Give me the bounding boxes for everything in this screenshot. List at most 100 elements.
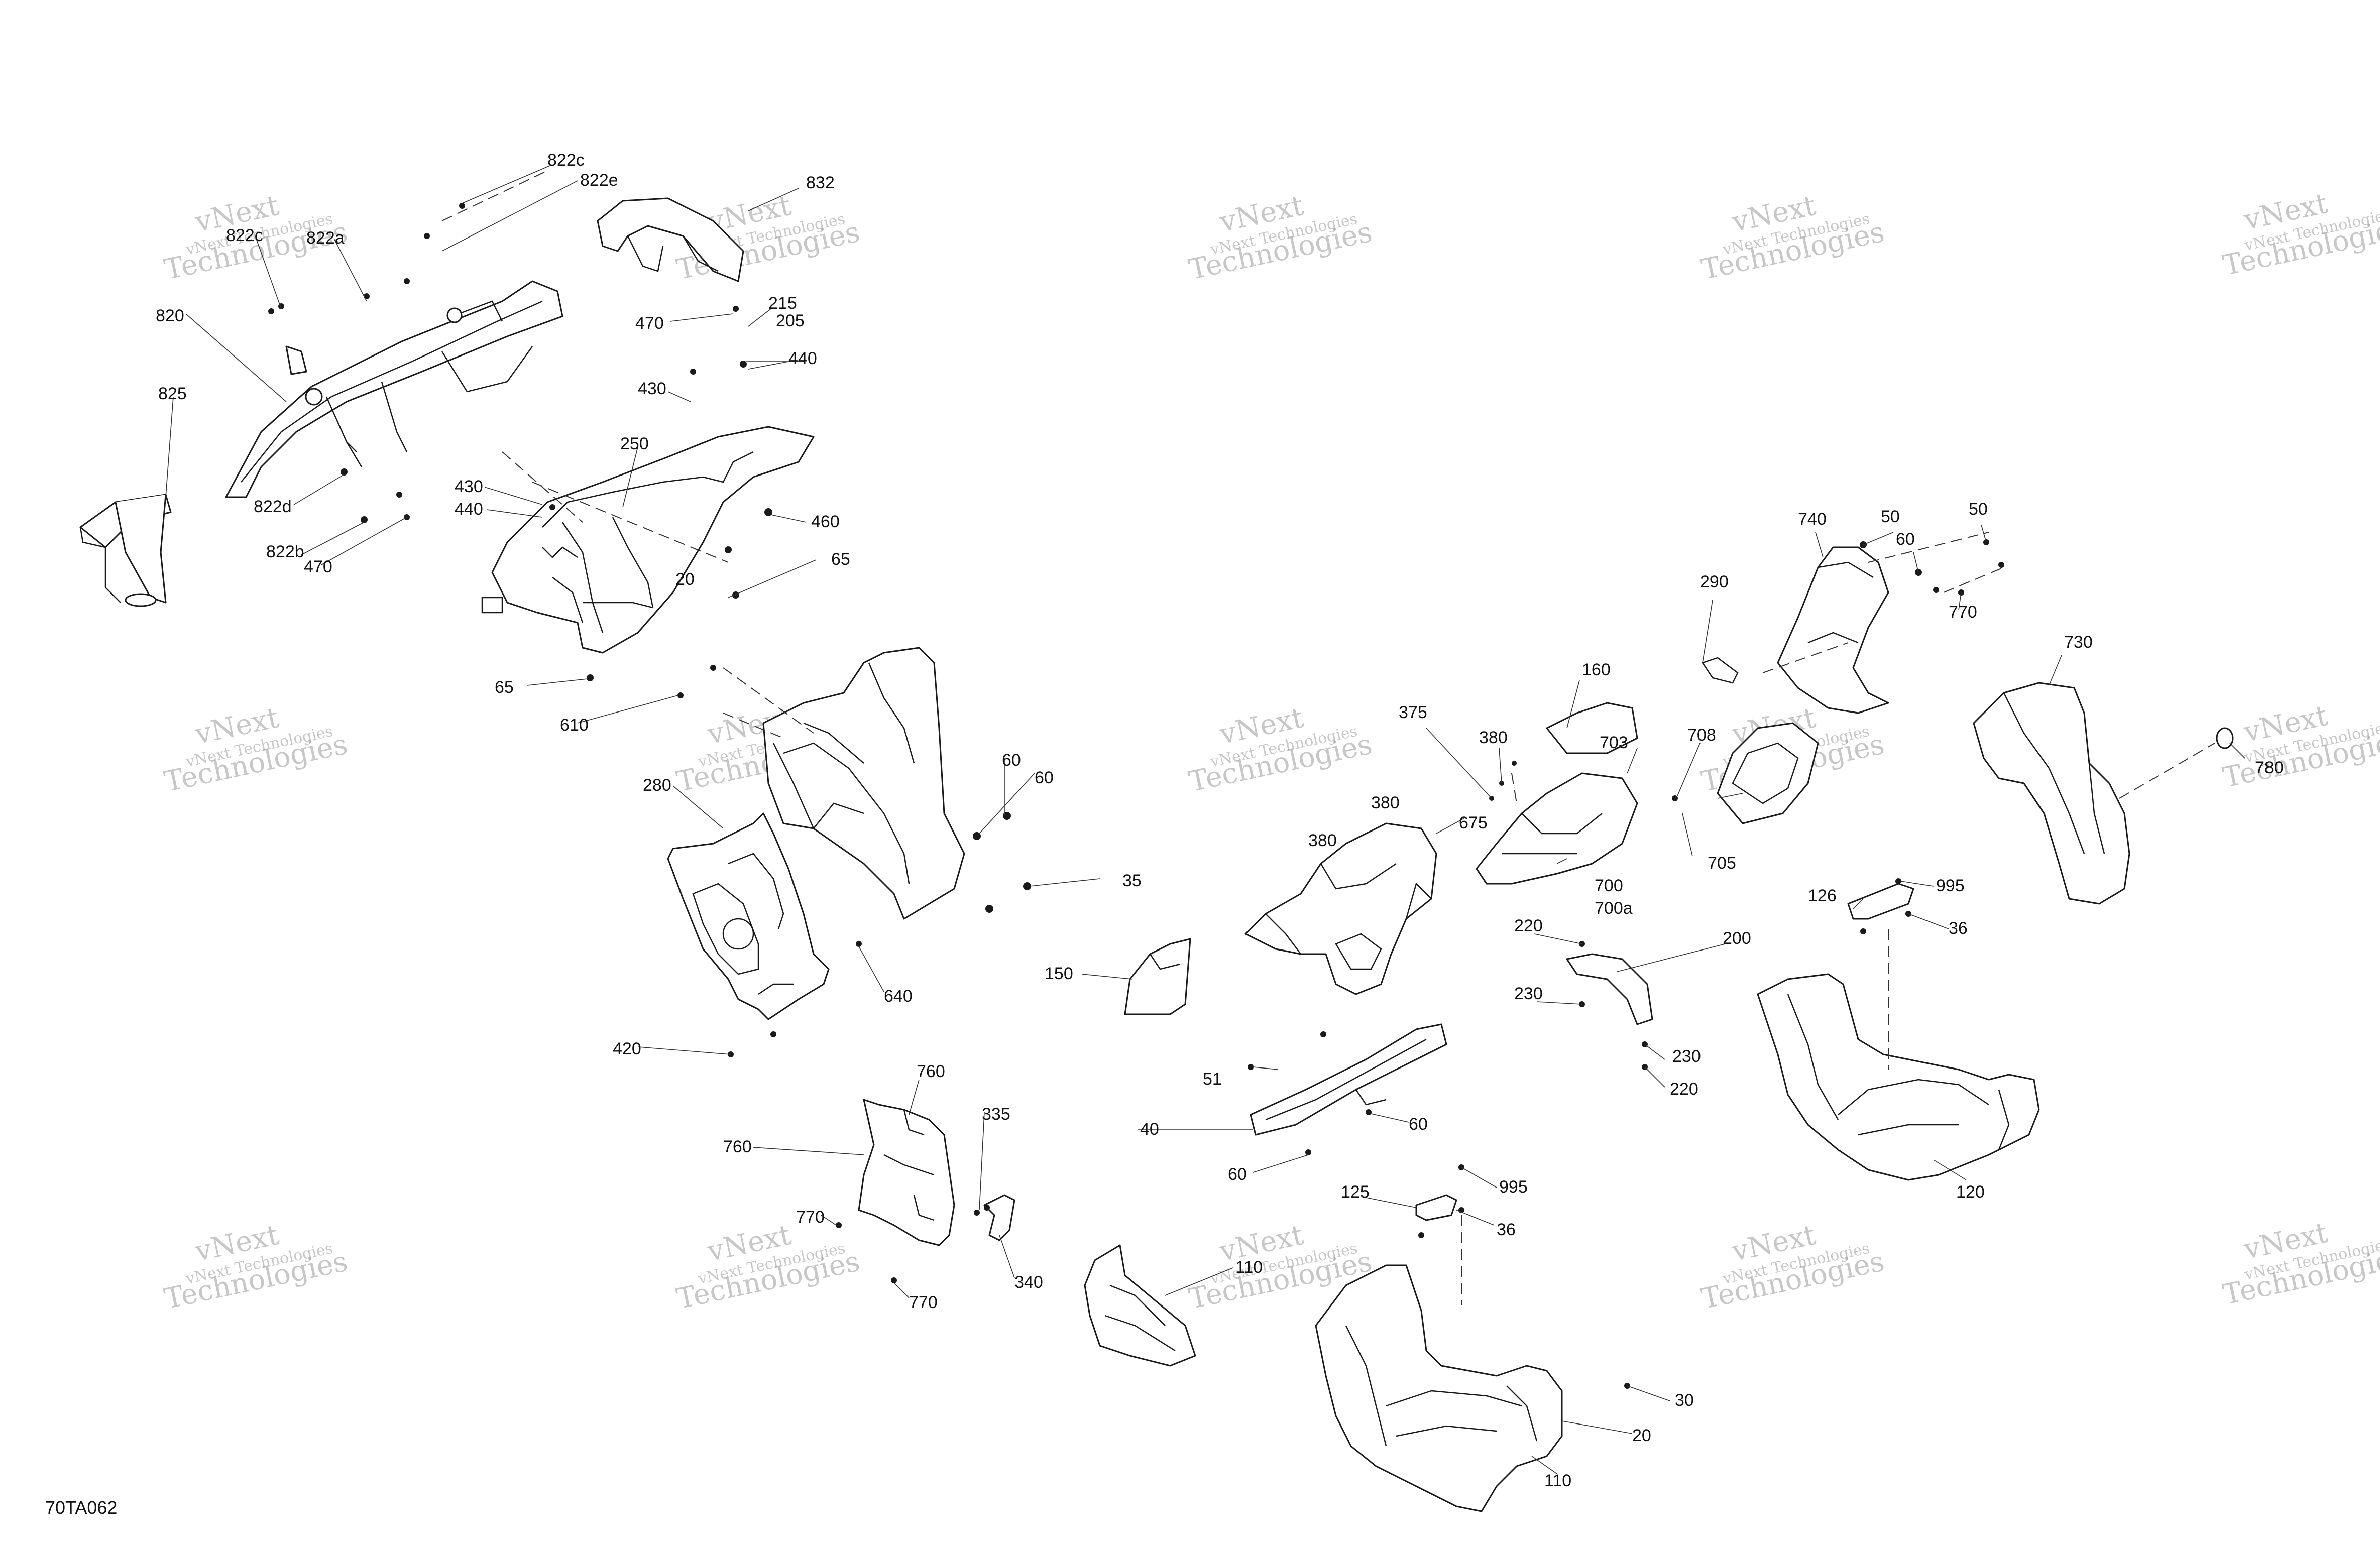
callout-label: 440: [788, 349, 817, 368]
callout-label: 832: [806, 173, 835, 192]
hardware-fasteners: [268, 203, 2004, 1389]
callout-label: 700: [1595, 876, 1623, 895]
callout-label: 730: [2064, 633, 2093, 652]
part-150-panel: [1124, 938, 1191, 1015]
callout-label: 380: [1371, 793, 1400, 812]
part-832-rail: [597, 197, 744, 282]
part-340-bracket: [983, 1194, 1015, 1241]
part-280-side-panel: [667, 812, 830, 1020]
callout-label: 822c: [226, 226, 263, 245]
part-35-fender: [762, 647, 965, 920]
callout-label: 50: [1881, 507, 1900, 526]
callout-label: 230: [1514, 984, 1543, 1003]
callout-label: 335: [982, 1105, 1010, 1124]
part-705-frame: [1717, 722, 1819, 824]
part-825-bracket: [79, 494, 172, 607]
watermark: vNext Technologies vNext Technologies: [2220, 1217, 2380, 1312]
callout-label: 60: [1228, 1165, 1247, 1184]
callout-label: 740: [1798, 510, 1827, 529]
part-820-rack-rail: [225, 280, 563, 498]
callout-label: 460: [811, 512, 840, 531]
watermark: vNext Technologies vNext Technologies: [2220, 187, 2380, 282]
part-160-cover: [1546, 702, 1638, 754]
callout-label: 375: [1399, 703, 1427, 722]
callout-label: 60: [1035, 768, 1054, 787]
callout-label: 822c: [547, 151, 585, 170]
callout-label: 470: [304, 557, 332, 576]
callout-label: 380: [1479, 728, 1508, 747]
callout-label: 205: [776, 311, 805, 330]
callout-label: 780: [2255, 758, 2284, 777]
callout-label: 822a: [306, 228, 345, 248]
callout-label: 120: [1956, 1182, 1985, 1202]
callout-label: 440: [455, 500, 483, 519]
diagram-code: 70TA062: [45, 1497, 117, 1518]
watermark: vNext Technologies vNext Technologies: [2220, 699, 2380, 794]
callout-label: 220: [1670, 1080, 1698, 1099]
part-700-body: [1476, 772, 1638, 885]
watermark: vNext Technologies vNext Technologies: [1186, 189, 1375, 286]
leader-lines: [165, 165, 2245, 1474]
callout-label: 708: [1687, 726, 1716, 745]
callout-label: 150: [1045, 964, 1073, 983]
callout-label: 825: [158, 384, 187, 403]
part-40-bar: [1250, 1023, 1447, 1136]
callout-label: 126: [1808, 886, 1837, 905]
callout-label: 995: [1936, 876, 1965, 895]
callout-label: 822d: [254, 497, 292, 516]
part-290-clip: [1702, 657, 1739, 684]
assembly-dashed-lines: [441, 170, 2215, 1305]
part-730-fender: [1973, 682, 2130, 905]
callout-label: 65: [831, 550, 850, 569]
callout-label: 700a: [1595, 899, 1633, 918]
callout-label: 65: [495, 678, 514, 697]
part-120-footwell: [1757, 973, 2040, 1181]
callout-label: 200: [1723, 929, 1751, 948]
callout-label: 160: [1582, 660, 1611, 679]
callout-label: 430: [638, 379, 666, 398]
callout-label: 420: [613, 1039, 641, 1058]
callout-label: 60: [1002, 751, 1021, 770]
callout-label: 675: [1459, 813, 1488, 833]
parts-layer: [79, 170, 2234, 1512]
callout-label: 705: [1708, 854, 1736, 873]
part-250-storage: [481, 426, 815, 654]
callout-label: 250: [620, 434, 649, 453]
part-125-step: [1415, 1194, 1457, 1221]
part-380-pods: [1244, 822, 1437, 995]
watermark: vNext Technologies vNext Technologies: [674, 1219, 863, 1316]
callout-label: 36: [1497, 1220, 1516, 1239]
callout-label: 770: [796, 1208, 825, 1227]
callout-label: 110: [1544, 1471, 1571, 1490]
callout-label: 760: [723, 1137, 752, 1156]
part-740-front: [1777, 546, 1889, 714]
callout-label: 430: [455, 477, 483, 496]
watermark: vNext Technologies vNext Technologies: [162, 1219, 351, 1316]
watermark: vNext Technologies vNext Technologies: [1698, 1219, 1887, 1316]
part-110-footwell: [1315, 1264, 1563, 1512]
callout-label: 50: [1969, 500, 1988, 519]
callout-label: 640: [884, 987, 913, 1006]
callout-label: 125: [1341, 1182, 1370, 1202]
callout-label: 60: [1409, 1115, 1428, 1134]
callout-label: 280: [643, 776, 671, 795]
callout-label: 340: [1014, 1273, 1043, 1292]
callout-label: 380: [1308, 831, 1337, 850]
callout-label: 36: [1949, 919, 1968, 938]
callout-label: 30: [1675, 1391, 1694, 1410]
callout-label: 20: [1632, 1426, 1651, 1445]
callout-label: 995: [1499, 1177, 1528, 1197]
watermark: vNext Technologies vNext Technologies: [1698, 189, 1887, 286]
callout-label: 215: [768, 294, 797, 313]
callout-label: 60: [1896, 530, 1915, 549]
callout-label: 770: [1949, 603, 1977, 622]
watermark: vNext Technologies vNext Technologies: [1186, 701, 1375, 798]
callout-label: 822e: [580, 171, 618, 190]
watermark: vNext Technologies vNext Technologies: [162, 701, 351, 798]
callout-label: 760: [917, 1062, 945, 1081]
callout-label: 290: [1700, 572, 1729, 591]
callout-label: 822b: [266, 542, 304, 561]
part-780-grommet: [2216, 727, 2234, 749]
callout-label: 703: [1600, 733, 1628, 752]
